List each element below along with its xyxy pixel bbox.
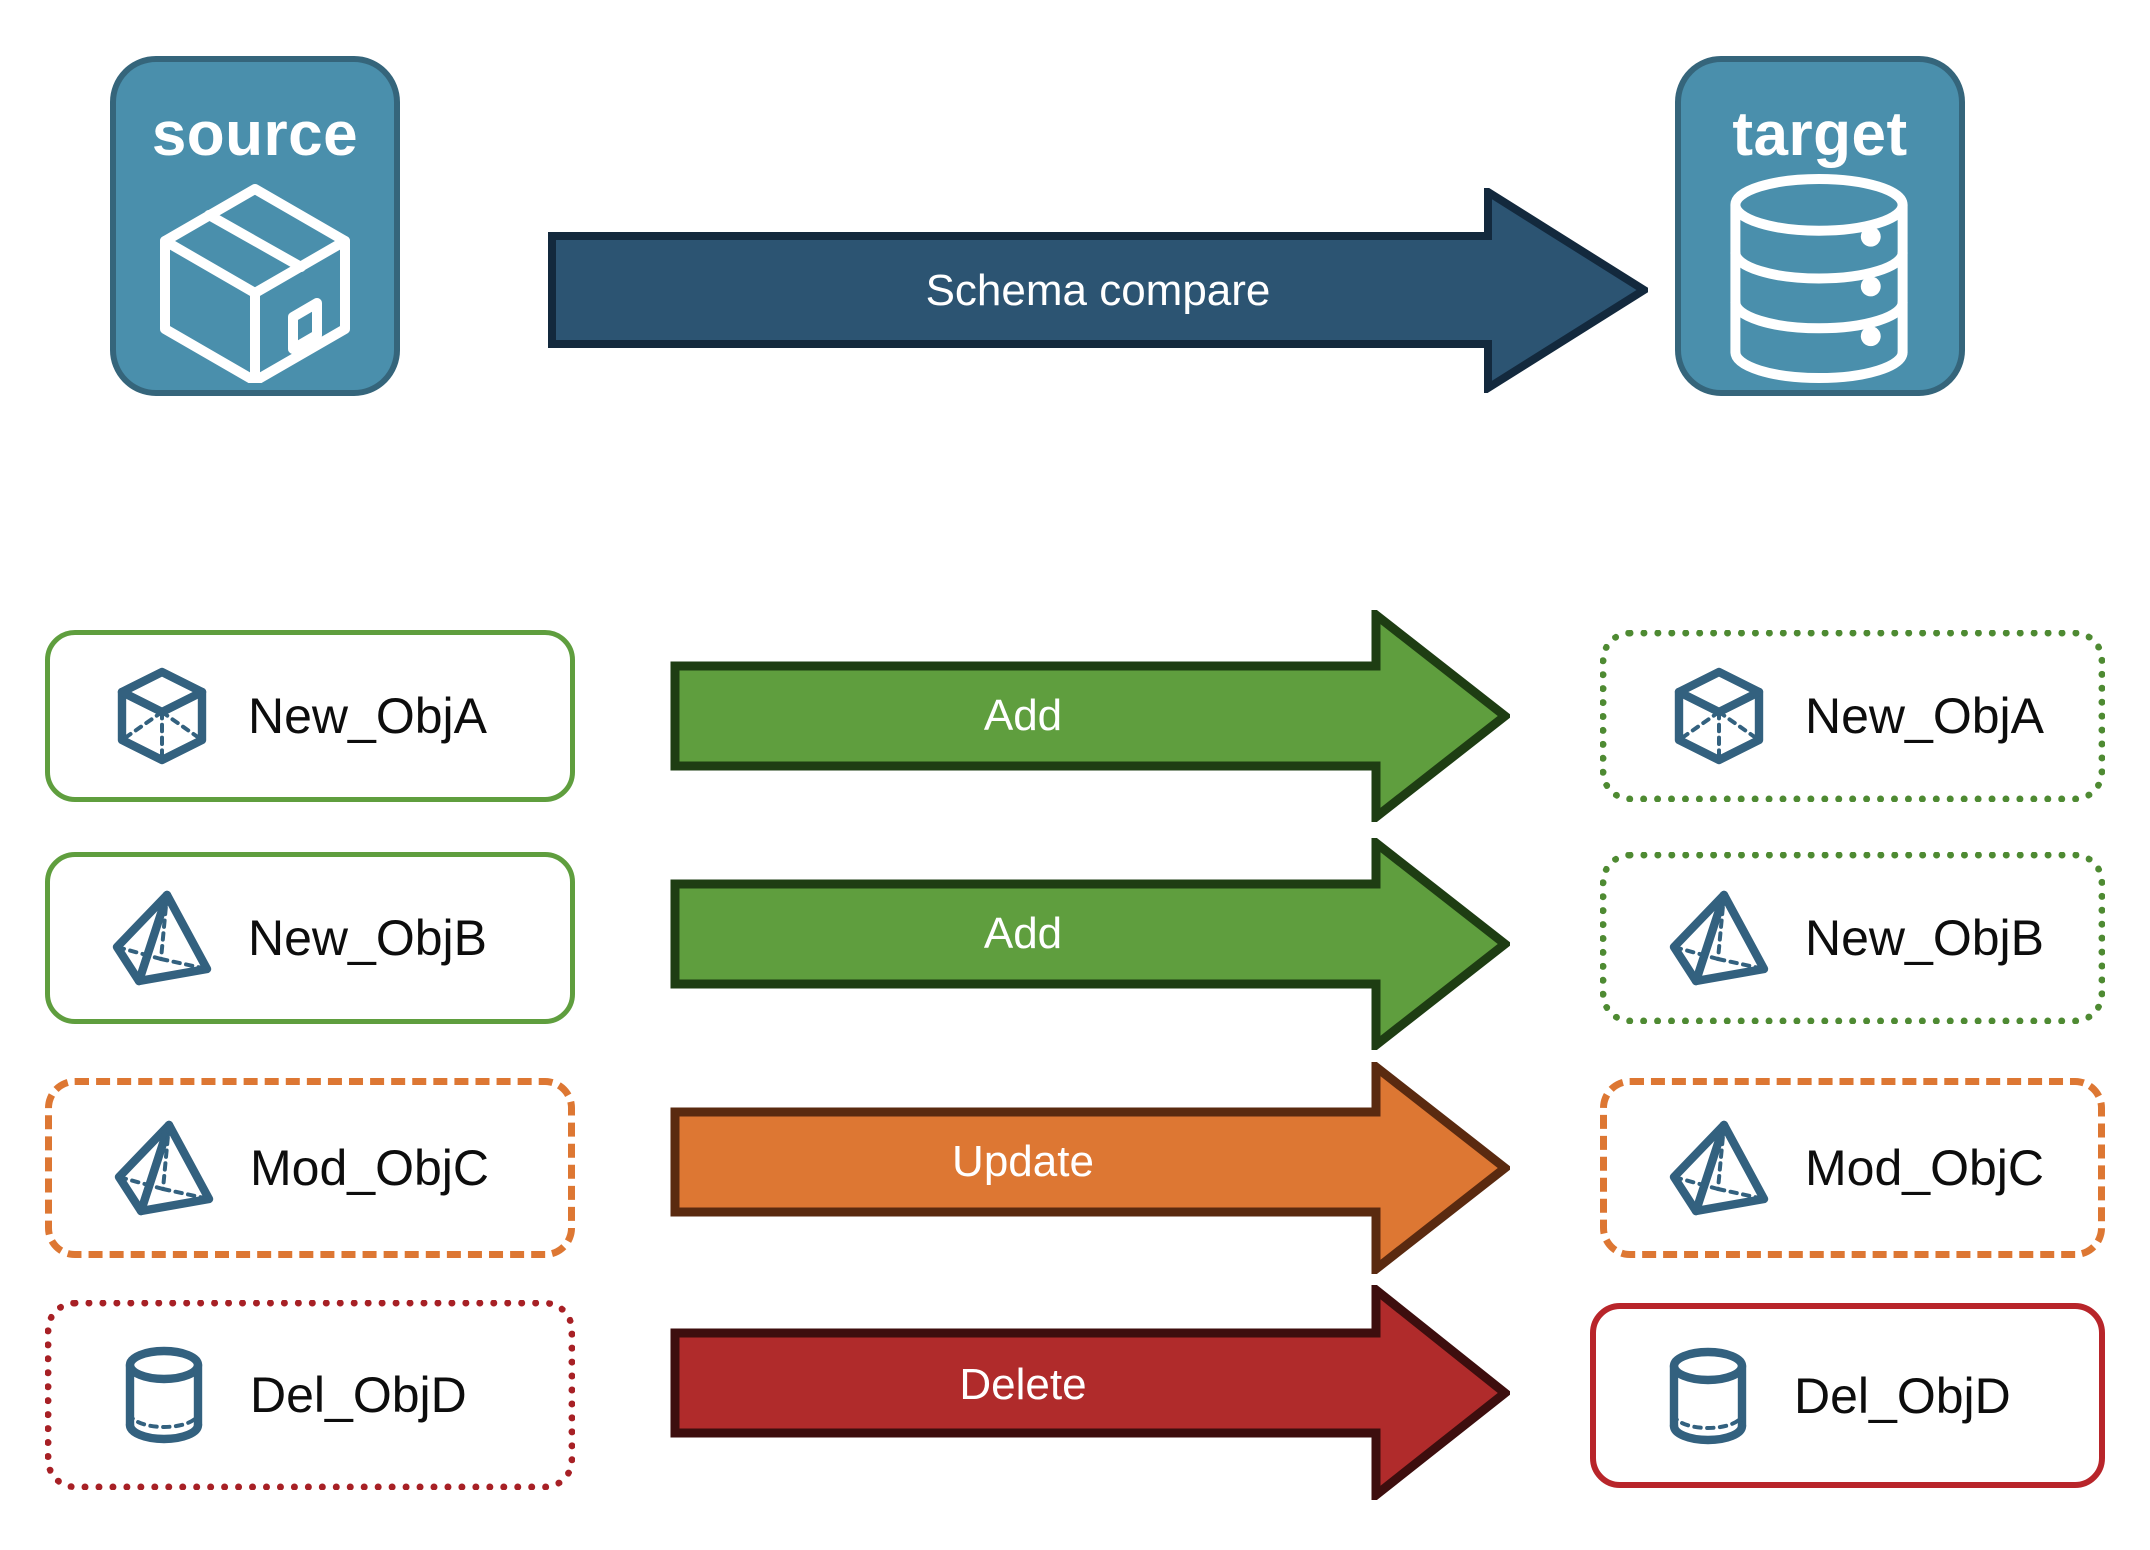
source-chip-row-2[interactable]: Mod_ObjC — [45, 1078, 575, 1258]
target-endpoint-card[interactable]: target — [1675, 56, 1965, 396]
action-arrow-row-3[interactable]: Delete — [670, 1280, 1513, 1505]
source-title: source — [151, 100, 359, 169]
source-chip-row-3[interactable]: Del_ObjD — [45, 1300, 575, 1490]
wireframe-cube-icon — [1659, 662, 1779, 770]
action-arrow-row-2[interactable]: Update — [670, 1057, 1513, 1279]
source-chip-label-row-0: New_ObjA — [248, 688, 487, 744]
source-chip-row-1[interactable]: New_ObjB — [45, 852, 575, 1024]
database-cylinder-icon — [1681, 166, 1959, 390]
source-chip-label-row-1: New_ObjB — [248, 910, 487, 966]
target-chip-label-row-1: New_ObjB — [1805, 910, 2044, 966]
schema-compare-arrow[interactable]: Schema compare — [548, 184, 1652, 396]
package-box-icon — [116, 166, 394, 390]
target-chip-row-3[interactable]: Del_ObjD — [1590, 1303, 2105, 1488]
action-arrow-row-0[interactable]: Add — [670, 605, 1513, 827]
target-chip-label-row-0: New_ObjA — [1805, 688, 2044, 744]
target-chip-label-row-3: Del_ObjD — [1794, 1367, 2011, 1424]
source-chip-label-row-3: Del_ObjD — [250, 1367, 467, 1423]
target-title: target — [1732, 100, 1908, 169]
target-chip-label-row-2: Mod_ObjC — [1805, 1140, 2044, 1196]
wireframe-pyramid-icon — [104, 1113, 224, 1223]
wireframe-pyramid-icon — [1659, 883, 1779, 993]
target-chip-row-2[interactable]: Mod_ObjC — [1600, 1078, 2105, 1258]
wireframe-cylinder-icon — [104, 1341, 224, 1449]
wireframe-cube-icon — [102, 662, 222, 770]
wireframe-cylinder-icon — [1648, 1342, 1768, 1450]
target-chip-row-1[interactable]: New_ObjB — [1600, 852, 2105, 1024]
source-endpoint-card[interactable]: source — [110, 56, 400, 396]
wireframe-pyramid-icon — [1659, 1113, 1779, 1223]
source-chip-label-row-2: Mod_ObjC — [250, 1140, 489, 1196]
action-arrow-row-1[interactable]: Add — [670, 833, 1513, 1055]
target-chip-row-0[interactable]: New_ObjA — [1600, 630, 2105, 802]
source-chip-row-0[interactable]: New_ObjA — [45, 630, 575, 802]
wireframe-pyramid-icon — [102, 883, 222, 993]
